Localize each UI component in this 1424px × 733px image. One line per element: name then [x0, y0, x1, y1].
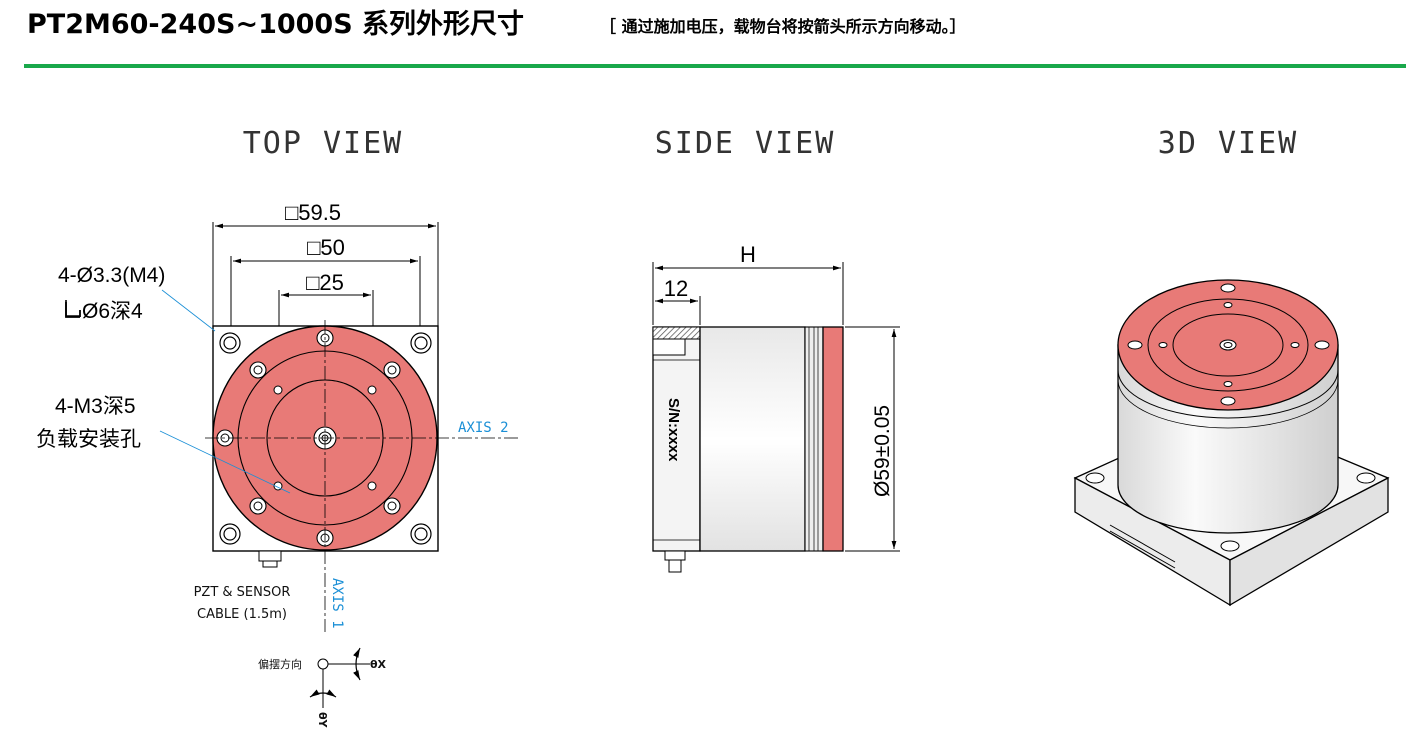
page-subtitle: ［ 通过施加电压，载物台将按箭头所示方向移动。］ — [600, 17, 966, 36]
axis2-label: AXIS 2 — [458, 420, 509, 436]
iso-view-title: 3D VIEW — [1158, 126, 1298, 161]
load-hole-desc-label: 负载安装孔 — [36, 428, 141, 451]
theta-y-arrow-icon — [309, 689, 337, 698]
dim-outer-label: □59.5 — [285, 200, 341, 225]
cable-label-line1: PZT & SENSOR — [194, 585, 291, 600]
serial-number-label: S/N:xxxx — [665, 398, 682, 462]
theta-y-label: θY — [316, 712, 329, 729]
dim-mid-label: □50 — [307, 235, 345, 260]
dim-inner-label: □25 — [306, 270, 344, 295]
corner-hole — [219, 332, 432, 545]
dim-diameter-label: Ø59±0.05 — [871, 405, 894, 497]
page-header: PT2M60-240S~1000S 系列外形尺寸 ［ 通过施加电压，载物台将按箭… — [0, 0, 1424, 70]
tilt-axis-origin — [317, 658, 329, 670]
top-view-title: TOP VIEW — [243, 126, 404, 161]
theta-x-arrow-icon — [353, 647, 361, 681]
iso-view — [1073, 279, 1390, 607]
tilt-direction-label: 偏摆方向 — [258, 657, 302, 671]
dim-base-thickness-label: 12 — [664, 276, 688, 301]
side-stage-plate — [822, 326, 844, 552]
header-divider — [24, 64, 1406, 68]
axis1-label: AXIS 1 — [329, 578, 345, 629]
theta-x-label: θX — [370, 658, 387, 671]
top-view: □59.5 □50 □25 — [36, 200, 520, 729]
hole-spec-label: 4-Ø3.3(M4) — [58, 264, 165, 287]
cable-label-line2: CABLE (1.5m) — [197, 607, 287, 622]
side-body — [699, 326, 806, 552]
page-title: PT2M60-240S~1000S 系列外形尺寸 — [27, 9, 525, 40]
side-view-title: SIDE VIEW — [655, 126, 836, 161]
counterbore-spec-label: Ø6深4 — [82, 300, 143, 323]
side-view: H 12 Ø59±0.05 S/N:xxxx — [652, 242, 900, 573]
load-hole-spec-label: 4-M3深5 — [55, 395, 136, 418]
dim-height-label: H — [740, 242, 756, 267]
